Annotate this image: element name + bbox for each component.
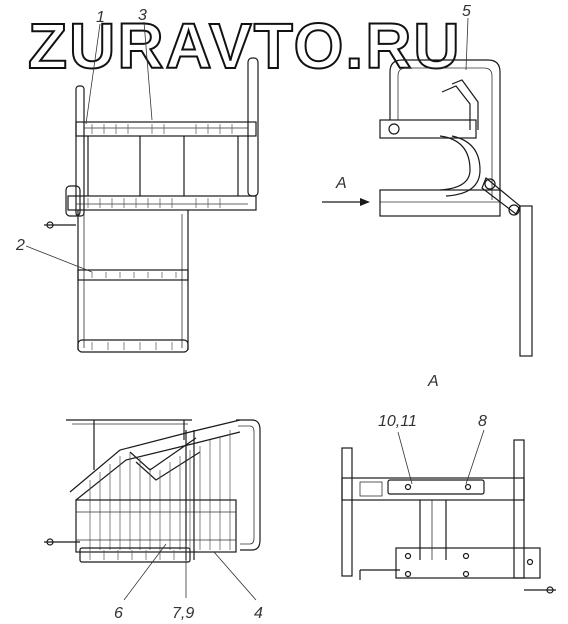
iso-bottom-step xyxy=(79,547,191,563)
front-view xyxy=(25,21,259,353)
side-handrail xyxy=(389,59,501,200)
upper-step xyxy=(75,121,257,137)
view-a-right-post xyxy=(513,439,525,579)
view-a xyxy=(341,429,556,594)
iso-body xyxy=(75,499,237,553)
side-view xyxy=(322,17,533,357)
view-a-lower-bar xyxy=(395,547,541,579)
side-upper-step xyxy=(379,119,477,139)
lower-step-1 xyxy=(77,269,189,281)
left-post xyxy=(75,85,85,217)
watermark-text: ZURAVTO.RU xyxy=(28,10,462,82)
label-10-11: 10,11 xyxy=(378,413,417,430)
label-8: 8 xyxy=(478,413,487,430)
iso-handrail xyxy=(236,419,261,551)
label-1: 1 xyxy=(96,9,105,26)
isometric-view xyxy=(44,419,261,601)
label-view-a-title: A xyxy=(427,373,439,390)
label-3: 3 xyxy=(138,7,147,24)
label-2: 2 xyxy=(15,237,25,254)
middle-step xyxy=(67,195,257,211)
label-4: 4 xyxy=(254,605,263,622)
lower-step-2 xyxy=(77,339,189,353)
label-5: 5 xyxy=(462,3,471,20)
view-a-left-post xyxy=(341,447,353,577)
side-lower-step xyxy=(379,189,501,217)
label-6: 6 xyxy=(114,605,123,622)
label-7-9: 7,9 xyxy=(172,605,194,622)
view-a-top-bar xyxy=(341,477,525,501)
side-drop-leg xyxy=(519,205,533,357)
view-a-top-plate xyxy=(387,479,485,495)
label-view-arrow: A xyxy=(335,175,347,192)
